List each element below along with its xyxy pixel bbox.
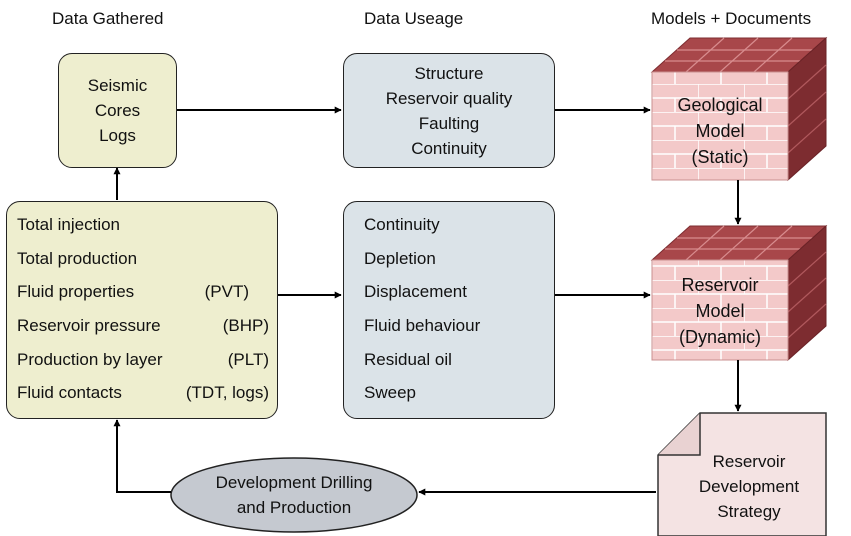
- data-row: Fluid properties (PVT): [7, 275, 277, 309]
- header-models-documents: Models + Documents: [651, 9, 812, 28]
- row-label-fluid-properties: Fluid properties: [17, 282, 135, 302]
- list-label-sweep: Sweep: [364, 383, 416, 403]
- box-line-logs: Logs: [99, 126, 136, 145]
- data-row: Total production: [7, 242, 277, 276]
- list-label-depletion: Depletion: [364, 248, 436, 268]
- reservoir-model-cube: [650, 224, 828, 362]
- data-row: Production by layer (PLT): [7, 343, 277, 377]
- strategy-document-label: Reservoir Development Strategy: [680, 449, 818, 524]
- row-label-production-by-layer: Production by layer: [17, 349, 163, 369]
- row-label-fluid-contacts: Fluid contacts: [17, 383, 122, 403]
- strategy-line-2: Development: [698, 477, 800, 496]
- production-data-box: Total injection Total production Fluid p…: [6, 201, 278, 419]
- row-tag-pvt: (PVT): [204, 282, 249, 302]
- geological-line-3: (Static): [691, 147, 749, 167]
- box-line-structure: Structure: [414, 63, 484, 83]
- box-line-continuity: Continuity: [411, 138, 487, 158]
- box-line-cores: Cores: [94, 101, 141, 120]
- drilling-ellipse-shape: [170, 457, 418, 533]
- geological-model-label: Geological Model (Static): [660, 92, 780, 170]
- box-line-reservoir-quality: Reservoir quality: [385, 88, 513, 108]
- strategy-line-1: Reservoir: [712, 452, 786, 471]
- list-item: Sweep: [344, 376, 554, 410]
- list-label-displacement: Displacement: [364, 282, 467, 302]
- geological-model-cube: [650, 36, 828, 182]
- list-label-fluid-behaviour: Fluid behaviour: [364, 316, 481, 336]
- strategy-document-shape: [657, 412, 827, 536]
- box-line-faulting: Faulting: [418, 113, 480, 133]
- list-label-continuity: Continuity: [364, 215, 440, 234]
- geological-line-1: Geological: [677, 95, 763, 115]
- row-label-total-production: Total production: [17, 248, 138, 268]
- reservoir-model-label: Reservoir Model (Dynamic): [660, 272, 780, 350]
- data-row: Reservoir pressure (BHP): [7, 309, 277, 343]
- arrow-drilling-to-gathered: [113, 419, 171, 493]
- drilling-ellipse-label: Development Drilling and Production: [186, 470, 402, 520]
- list-item: Continuity: [344, 208, 554, 242]
- data-row: Fluid contacts (TDT, logs): [7, 376, 277, 410]
- list-item: Fluid behaviour: [344, 309, 554, 343]
- continuity-useage-box: Continuity Depletion Displacement Fluid …: [343, 201, 555, 419]
- row-tag-plt: (PLT): [227, 349, 269, 369]
- reservoir-line-2: Model: [695, 301, 745, 321]
- row-label-total-injection: Total injection: [17, 215, 121, 234]
- data-row: Total injection: [7, 208, 277, 242]
- header-data-gathered: Data Gathered: [52, 9, 164, 28]
- list-item: Residual oil: [344, 343, 554, 377]
- drilling-line-1: Development Drilling: [215, 473, 373, 492]
- row-tag-bhp: (BHP): [222, 316, 269, 336]
- geological-line-2: Model: [695, 121, 745, 141]
- seismic-cores-logs-box: Seismic Cores Logs: [58, 53, 177, 168]
- row-label-reservoir-pressure: Reservoir pressure: [17, 316, 161, 336]
- row-tag-tdt-logs: (TDT, logs): [185, 383, 269, 403]
- box-line-seismic: Seismic: [87, 76, 148, 95]
- reservoir-line-1: Reservoir: [681, 275, 759, 295]
- list-item: Depletion: [344, 242, 554, 276]
- structure-useage-box: Structure Reservoir quality Faulting Con…: [343, 53, 555, 168]
- reservoir-line-3: (Dynamic): [678, 327, 761, 347]
- drilling-line-2: and Production: [236, 498, 352, 517]
- list-label-residual-oil: Residual oil: [364, 349, 452, 369]
- header-data-useage: Data Useage: [364, 9, 464, 28]
- list-item: Displacement: [344, 275, 554, 309]
- strategy-line-3: Strategy: [717, 502, 781, 521]
